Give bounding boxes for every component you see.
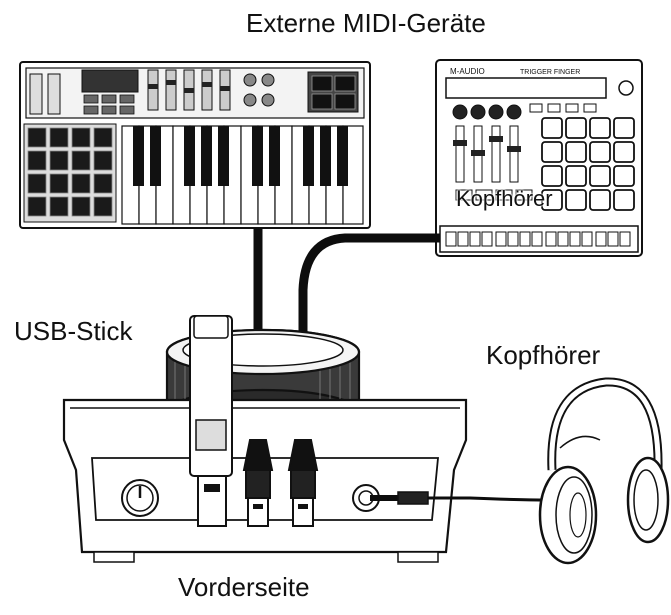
usb-cable-pad-controller [298,233,440,440]
usb-stick [189,315,233,527]
headphones [538,377,670,565]
pad-controller-brand: M-AUDIO [450,67,485,76]
keyboard-controller [19,61,371,229]
pad-controller-model: TRIGGER FINGER [520,69,580,76]
pad-controller: M-AUDIO TRIGGER FINGER [435,59,643,257]
label-front-side: Vorderseite [178,572,310,602]
usb-plug-pad-controller [287,439,319,527]
usb-plug-keyboard [242,439,274,527]
label-headphones-overlay: Kopfhörer [456,186,553,211]
label-external-midi-devices: Externe MIDI-Geräte [246,8,486,38]
label-usb-stick: USB-Stick [14,316,133,346]
label-headphones: Kopfhörer [486,340,601,370]
